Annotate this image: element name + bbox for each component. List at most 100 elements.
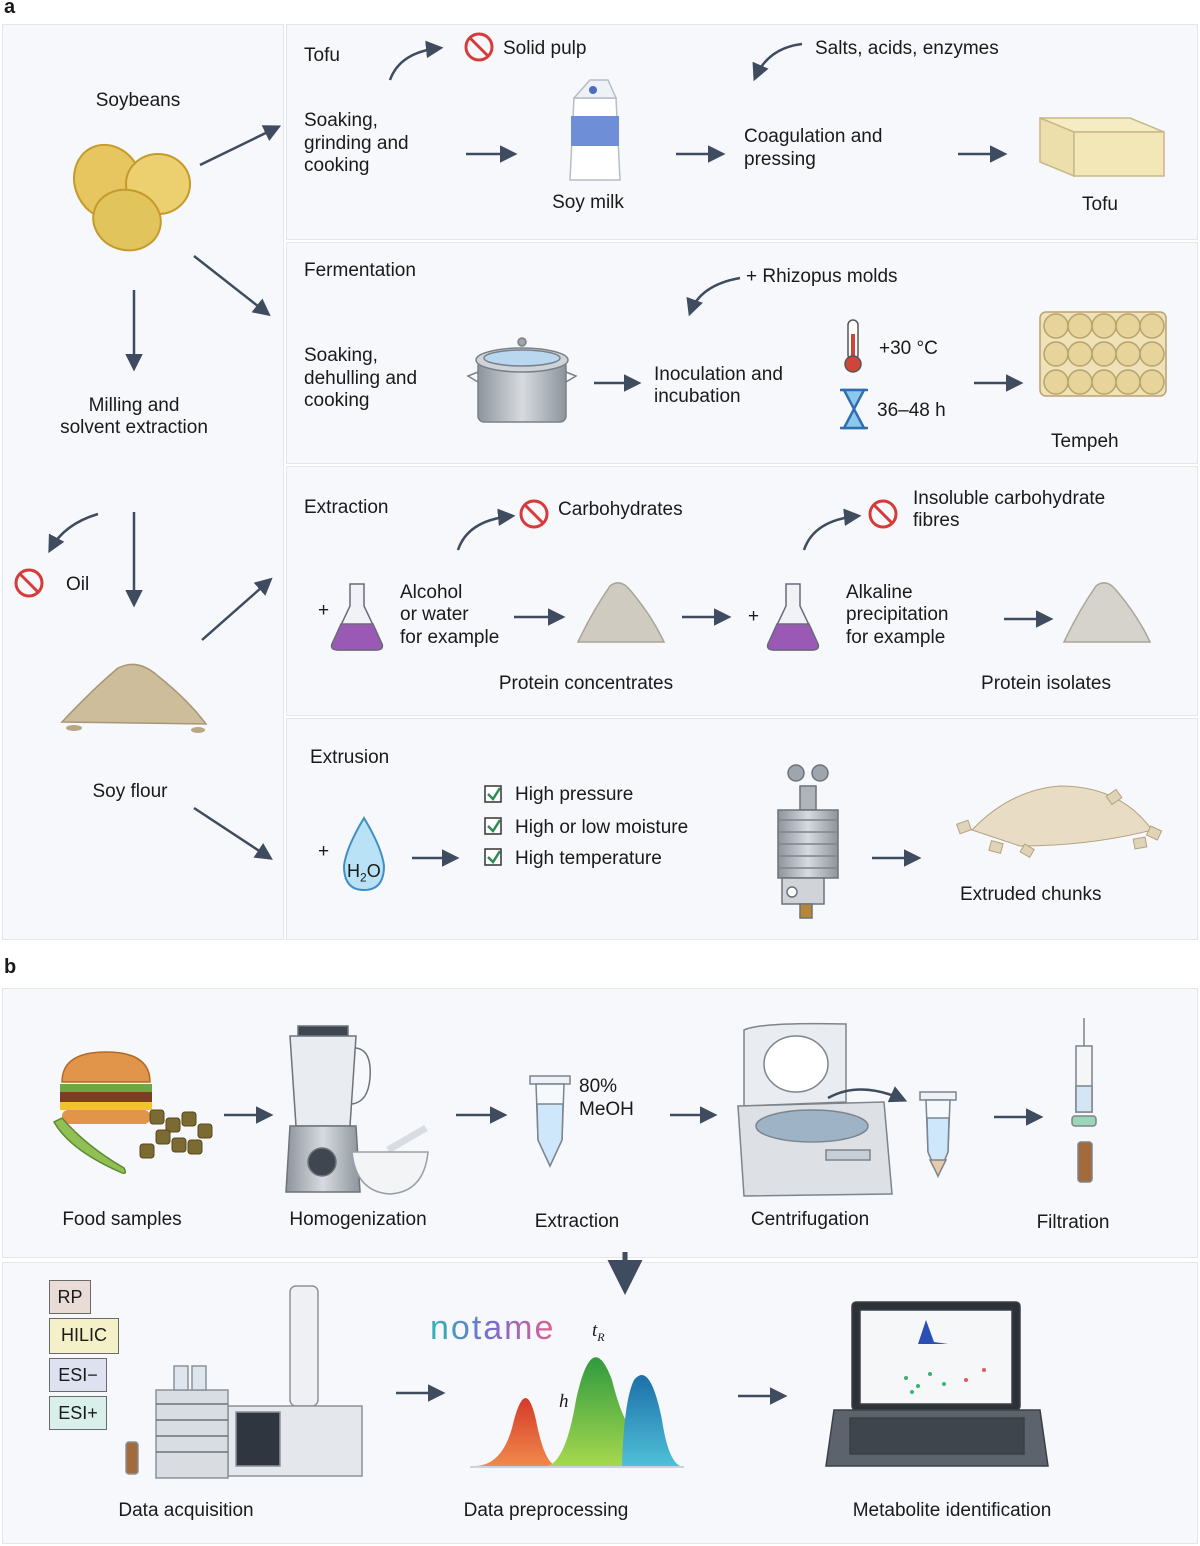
condition-high-temperature: High temperature	[515, 848, 662, 869]
soybeans-label: Soybeans	[95, 90, 181, 111]
stop-icon	[519, 499, 549, 529]
solid-pulp-label: Solid pulp	[503, 38, 587, 59]
fermentation-heading: Fermentation	[304, 260, 416, 281]
soy-flour-label: Soy flour	[92, 781, 168, 802]
soy-milk-label: Soy milk	[552, 192, 624, 213]
syringe-filter-icon	[1071, 1018, 1097, 1183]
mortar-and-pestle-icon	[351, 1124, 429, 1195]
lc-ms-instrument-icon	[125, 1285, 363, 1479]
arrow-removed-fibres	[802, 508, 862, 551]
arrow-soybeans-to-fermentation	[193, 255, 271, 317]
rhizopus-molds-label: + Rhizopus molds	[746, 266, 898, 287]
coagulation-line1: Coagulation and	[744, 126, 883, 147]
centrifuge-icon	[737, 1022, 908, 1197]
protein-isolate-pile-icon	[1062, 582, 1152, 643]
alcohol-line2: or water	[400, 604, 469, 625]
arrow-removed-solid-pulp	[388, 40, 444, 81]
data-acquisition-label: Data acquisition	[118, 1500, 254, 1521]
fermentation-step1-line3: cooking	[304, 390, 370, 411]
inoculation-line2: incubation	[654, 386, 741, 407]
extruded-chunks-icon	[956, 785, 1163, 859]
step-centrifugation: Centrifugation	[750, 1209, 870, 1230]
curved-arrows	[48, 40, 862, 554]
water-subscript: 2	[360, 870, 367, 885]
sample-prep-panel	[2, 988, 1198, 1258]
data-preprocessing-label: Data preprocessing	[463, 1500, 629, 1521]
solvent-line1: 80%	[579, 1076, 618, 1097]
step-homogenization: Homogenization	[289, 1209, 427, 1230]
retention-time-label: tR	[592, 1320, 605, 1348]
alcohol-line3: for example	[400, 627, 500, 648]
stop-icon	[868, 499, 898, 529]
arrow-added-salts	[752, 42, 803, 82]
tofu-block-icon	[1039, 116, 1165, 178]
alkaline-line2: precipitation	[846, 604, 949, 625]
condition-high-pressure: High pressure	[515, 784, 634, 805]
condition-moisture: High or low moisture	[515, 817, 689, 838]
alcohol-line1: Alcohol	[400, 582, 463, 603]
salts-acids-enzymes-label: Salts, acids, enzymes	[815, 38, 999, 59]
extruder-icon	[777, 764, 839, 919]
solvent-line2: MeOH	[579, 1099, 634, 1120]
process-arrows	[125, 125, 1054, 1405]
panel-b-label: b	[4, 956, 17, 978]
blender-icon	[285, 1025, 371, 1193]
tofu-step1-line1: Soaking,	[304, 110, 378, 131]
step-extraction: Extraction	[534, 1211, 620, 1232]
inoculation-line1: Inoculation and	[654, 364, 783, 385]
water-h: H	[347, 861, 360, 881]
metabolite-identification-label: Metabolite identification	[852, 1500, 1052, 1521]
fermentation-step1-line1: Soaking,	[304, 345, 378, 366]
plus-sign: +	[318, 841, 330, 862]
extrusion-heading: Extrusion	[310, 747, 390, 768]
arrow-soybeans-to-tofu	[199, 125, 282, 167]
retention-time-subscript: R	[597, 1329, 605, 1344]
protein-concentrates-label: Protein concentrates	[498, 673, 674, 694]
mode-rp: RP	[49, 1280, 91, 1314]
tofu-step1-line3: cooking	[304, 155, 370, 176]
alkaline-line3: for example	[846, 627, 946, 648]
notame-logo: notame	[430, 1309, 556, 1347]
duration-label: 36–48 h	[877, 400, 946, 421]
soy-milk-carton-icon	[569, 79, 621, 181]
oil-label: Oil	[66, 574, 90, 595]
water-drop-icon	[342, 816, 386, 892]
extraction-tube-icon	[529, 1075, 571, 1168]
arrow-flour-to-extrusion	[193, 806, 273, 860]
fibres-label-line2: fibres	[913, 510, 960, 531]
cooking-pot-icon	[466, 337, 578, 423]
coagulation-line2: pressing	[744, 149, 816, 170]
extruded-chunks-label: Extruded chunks	[960, 884, 1102, 905]
arrow-removed-oil	[48, 512, 99, 554]
protein-isolates-label: Protein isolates	[981, 673, 1111, 694]
carbohydrates-label: Carbohydrates	[558, 499, 683, 520]
arrow-flour-to-extraction	[201, 577, 273, 641]
food-samples-icon	[52, 1051, 213, 1175]
panel-a-label: a	[4, 0, 16, 18]
retention-time-t: t	[592, 1320, 598, 1341]
plus-sign: +	[318, 600, 330, 621]
soybeans-icon	[73, 143, 191, 252]
water-formula: H2O	[347, 860, 381, 889]
mode-esi-plus: ESI+	[49, 1396, 107, 1430]
temperature-label: +30 °C	[879, 338, 938, 359]
arrow-added-molds	[686, 276, 741, 317]
step-food-samples: Food samples	[62, 1209, 182, 1230]
alkaline-line1: Alkaline	[846, 582, 913, 603]
flask-alcohol-icon	[330, 583, 384, 651]
thermometer-icon	[844, 319, 862, 373]
tempeh-icon	[1039, 311, 1167, 397]
stop-icon	[14, 568, 44, 598]
arrow-removed-carbohydrates	[456, 508, 516, 551]
checkbox-icon	[484, 848, 502, 866]
stop-icons	[14, 32, 898, 598]
tofu-heading: Tofu	[304, 45, 340, 66]
checkbox-icon	[484, 817, 502, 835]
fermentation-step1-line2: dehulling and	[304, 368, 418, 389]
tofu-step1-line2: grinding and	[304, 133, 409, 154]
extraction-panel	[286, 466, 1198, 716]
checkbox-icon	[484, 785, 502, 803]
centrifuge-tube-icon	[919, 1091, 957, 1178]
milling-label-line1: Milling and	[88, 395, 180, 416]
